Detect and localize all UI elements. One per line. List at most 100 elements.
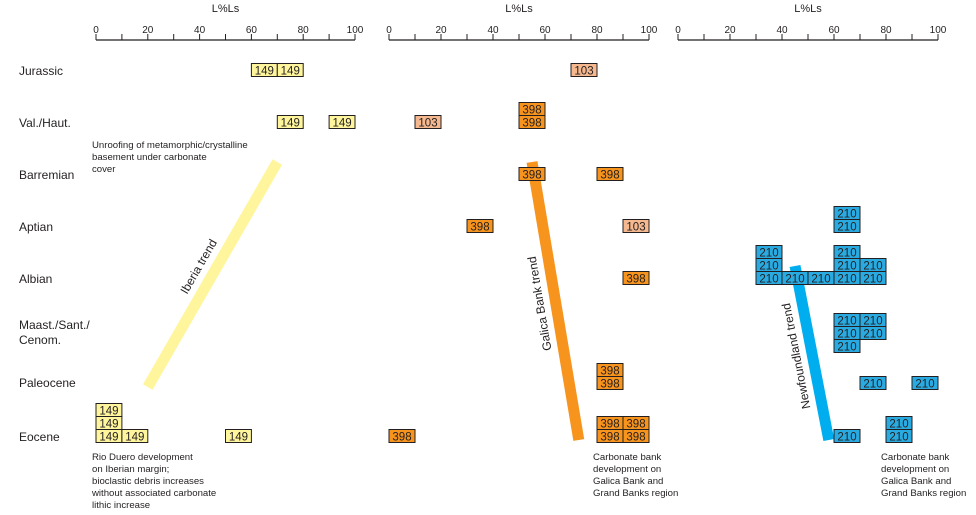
- site-box-fill: [596, 363, 624, 377]
- site-box: 210: [911, 376, 939, 390]
- site-label: 210: [863, 260, 882, 272]
- site-box-fill: [911, 376, 939, 390]
- site-label: 103: [626, 221, 645, 233]
- site-box: 398: [622, 271, 650, 285]
- site-label: 149: [99, 431, 118, 443]
- trend-band: [143, 159, 283, 390]
- site-box-fill: [622, 271, 650, 285]
- site-box: 210: [807, 271, 835, 285]
- annotation-line: Carbonate bank: [881, 452, 950, 463]
- site-box: 398: [518, 102, 546, 116]
- site-label: 398: [522, 117, 541, 129]
- site-label: 210: [889, 431, 908, 443]
- x-tick-label: 40: [776, 25, 788, 36]
- site-box: 210: [833, 339, 861, 353]
- site-label: 210: [759, 247, 778, 259]
- x-tick-label: 60: [828, 25, 840, 36]
- period-label: Eocene: [19, 430, 60, 444]
- period-label: Val./Haut.: [19, 116, 71, 130]
- site-box-fill: [622, 416, 650, 430]
- site-label: 149: [229, 431, 248, 443]
- site-box: 398: [622, 429, 650, 443]
- site-label: 210: [915, 378, 934, 390]
- site-box: 398: [388, 429, 416, 443]
- annotation-line: on Iberian margin;: [92, 464, 170, 475]
- site-box: 398: [622, 416, 650, 430]
- site-box-fill: [833, 245, 861, 259]
- site-label: 210: [811, 273, 830, 285]
- x-axis-title: L%Ls: [505, 3, 533, 15]
- x-tick-label: 0: [675, 25, 681, 36]
- site-box: 149: [250, 63, 278, 77]
- annotation-line: development on: [593, 464, 662, 475]
- annotation-line: Galica Bank and: [593, 476, 664, 487]
- period-label: Maast./Sant./Cenom.: [19, 318, 90, 347]
- x-tick-label: 60: [539, 25, 551, 36]
- site-label: 210: [837, 247, 856, 259]
- site-box-fill: [276, 115, 304, 129]
- site-box: 210: [833, 313, 861, 327]
- site-box: 149: [95, 403, 123, 417]
- site-box: 210: [833, 245, 861, 259]
- x-axis-title: L%Ls: [794, 3, 822, 15]
- trend-band: [526, 161, 585, 441]
- annotation-line: development on: [881, 464, 950, 475]
- site-label: 210: [889, 418, 908, 430]
- site-label: 398: [626, 431, 645, 443]
- site-label: 210: [837, 431, 856, 443]
- site-label: 210: [863, 273, 882, 285]
- annotation-line: lithic increase: [92, 500, 151, 511]
- period-label: Albian: [19, 272, 52, 286]
- site-label: 210: [837, 273, 856, 285]
- site-label: 210: [863, 328, 882, 340]
- site-box-fill: [388, 429, 416, 443]
- site-box: 149: [95, 429, 123, 443]
- site-box: 149: [95, 416, 123, 430]
- site-label: 210: [837, 315, 856, 327]
- site-label: 210: [837, 221, 856, 233]
- period-label: Barremian: [19, 168, 74, 182]
- site-box: 398: [596, 416, 624, 430]
- site-box: 398: [596, 429, 624, 443]
- site-box: 149: [328, 115, 356, 129]
- site-box-fill: [414, 115, 442, 129]
- annotation-line: Grand Banks region: [593, 488, 679, 499]
- site-box-fill: [596, 167, 624, 181]
- annotation-line: Rio Duero development: [92, 452, 193, 463]
- annotation-line: Carbonate bank: [593, 452, 662, 463]
- site-box-fill: [518, 167, 546, 181]
- site-box: 210: [833, 206, 861, 220]
- site-box: 398: [466, 219, 494, 233]
- x-tick-label: 40: [194, 25, 206, 36]
- site-label: 398: [600, 365, 619, 377]
- site-label: 398: [600, 431, 619, 443]
- site-box-fill: [885, 416, 913, 430]
- x-tick-label: 20: [142, 25, 154, 36]
- site-box-fill: [859, 313, 887, 327]
- site-label: 210: [837, 341, 856, 353]
- site-label: 398: [522, 104, 541, 116]
- annotation-line: basement under carbonate: [92, 152, 207, 163]
- site-box-fill: [833, 429, 861, 443]
- x-tick-label: 100: [930, 25, 947, 36]
- site-box: 149: [276, 63, 304, 77]
- site-box: 398: [518, 115, 546, 129]
- site-label: 210: [759, 273, 778, 285]
- period-label: Paleocene: [19, 376, 76, 390]
- annotation-line: Galica Bank and: [881, 476, 952, 487]
- period-label: Aptian: [19, 220, 53, 234]
- x-tick-label: 0: [93, 25, 99, 36]
- site-box-fill: [570, 63, 598, 77]
- site-label: 210: [837, 208, 856, 220]
- site-box-fill: [859, 376, 887, 390]
- site-box-fill: [518, 102, 546, 116]
- site-box: 210: [833, 271, 861, 285]
- site-box: 210: [859, 376, 887, 390]
- annotation-line: bioclastic debris increases: [92, 476, 204, 487]
- site-label: 398: [600, 169, 619, 181]
- site-box-fill: [225, 429, 252, 443]
- site-label: 210: [837, 260, 856, 272]
